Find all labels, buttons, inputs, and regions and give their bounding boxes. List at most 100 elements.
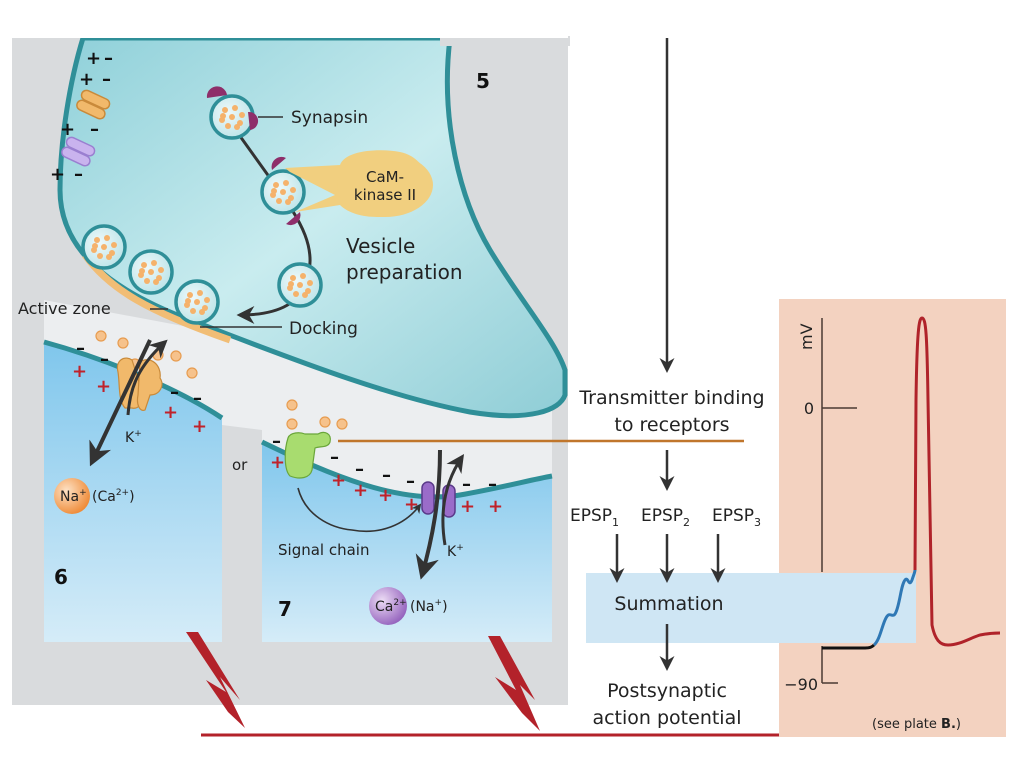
panel-number-5: 5 <box>476 69 490 93</box>
postsynaptic-charges-6: – – + + – – + + <box>72 338 207 437</box>
neurotransmitter-dot <box>139 268 145 274</box>
neurotransmitter-dot <box>106 254 112 260</box>
svg-text:–: – <box>272 431 281 452</box>
neurotransmitter-dot <box>111 242 117 248</box>
svg-text:+: + <box>488 496 503 517</box>
graph-tick-min-label: −90 <box>784 675 818 694</box>
epsp-3-label: EPSP3 <box>712 506 761 529</box>
postsynaptic-membrane-7 <box>260 439 553 500</box>
neurotransmitter-dot <box>290 275 296 281</box>
summation-label: Summation <box>614 593 723 615</box>
presynaptic-charges: +– +– +– +– <box>50 48 113 185</box>
neurotransmitter-dot <box>204 297 210 303</box>
epsp-1-label: EPSP1 <box>570 506 619 529</box>
synaptic-vesicle <box>277 262 323 308</box>
active-zone-label: Active zone <box>18 299 111 318</box>
svg-text:–: – <box>76 338 85 359</box>
neurotransmitter-dot <box>239 112 245 118</box>
neurotransmitter-dot <box>232 105 238 111</box>
ca-influx-arrow <box>415 449 442 580</box>
neurotransmitter-dot <box>194 299 200 305</box>
docking-label: Docking <box>289 319 358 339</box>
synaptic-vesicle <box>174 279 220 325</box>
na-alt-label: (Na+) <box>410 598 448 615</box>
svg-text:+: + <box>331 470 346 491</box>
ca-ion-label: Ca2+ <box>375 598 407 615</box>
signal-chain-arrow <box>297 487 422 532</box>
presynaptic-channel-purple <box>61 136 96 167</box>
neurotransmitter-dot <box>285 199 291 205</box>
presynaptic-terminal <box>57 35 568 419</box>
neurotransmitter-dot <box>234 124 240 130</box>
svg-text:+: + <box>270 452 285 473</box>
k-ion-label-6: K+ <box>125 429 142 446</box>
lightning-bolt-left <box>186 632 245 728</box>
ca-alt-label: (Ca2+) <box>92 488 135 505</box>
svg-text:+: + <box>378 485 393 506</box>
neurotransmitter-dot <box>94 237 100 243</box>
k-efflux-arrow-7 <box>441 454 465 546</box>
k-ion-label-7: K+ <box>447 543 464 560</box>
see-plate-note: (see plate B.) <box>872 717 961 732</box>
postsynaptic-ap-label-1: Postsynaptic <box>607 680 727 702</box>
transmitter-binding-label-1: Transmitter binding <box>578 387 764 409</box>
neurotransmitter-dot <box>229 114 235 120</box>
na-influx-arrow <box>89 339 152 467</box>
released-transmitter <box>286 399 298 411</box>
postsynaptic-charges-7: – – – – – – – + + + + + + + <box>270 431 503 517</box>
camkinase-label-2: kinase II <box>354 186 416 204</box>
neurotransmitter-dot <box>148 269 154 275</box>
svg-text:+: + <box>353 480 368 501</box>
neurotransmitter-dot <box>283 180 289 186</box>
neurotransmitter-dot <box>144 278 150 284</box>
svg-text:–: – <box>193 388 202 409</box>
neurotransmitter-dot <box>276 198 282 204</box>
svg-text:–: – <box>74 164 83 185</box>
svg-text:–: – <box>104 48 113 69</box>
synaptic-vesicle <box>209 94 255 140</box>
epsp-labels: EPSP1 EPSP2 EPSP3 <box>570 506 761 529</box>
k-efflux-arrow <box>126 339 168 416</box>
svg-text:+: + <box>50 164 65 185</box>
metabotropic-ion-channel <box>421 481 456 518</box>
signal-chain-label: Signal chain <box>278 541 369 559</box>
svg-text:+: + <box>86 48 101 69</box>
neurotransmitter-dot <box>151 260 157 266</box>
svg-text:+: + <box>163 402 178 423</box>
neurotransmitter-dot <box>225 123 231 129</box>
neurotransmitter-dot <box>92 243 98 249</box>
graph-tick-zero-label: 0 <box>804 399 814 418</box>
neurotransmitter-dot <box>141 262 147 268</box>
svg-text:+: + <box>79 69 94 90</box>
neurotransmitter-dot <box>271 188 277 194</box>
neurotransmitter-dot <box>101 244 107 250</box>
svg-text:+: + <box>192 416 207 437</box>
svg-text:–: – <box>100 349 109 370</box>
synapsin-molecules <box>206 86 301 226</box>
postsynaptic-ap-label-2: action potential <box>592 707 741 729</box>
action-potential-trace <box>913 316 1001 647</box>
neurotransmitter-dot <box>288 281 294 287</box>
lightning-bolt-right <box>488 636 540 731</box>
synaptic-cleft <box>44 300 552 497</box>
svg-text:–: – <box>170 382 179 403</box>
svg-text:–: – <box>382 465 391 486</box>
neurotransmitter-dot <box>293 291 299 297</box>
released-transmitter <box>95 330 107 342</box>
synaptic-vesicle <box>260 169 306 215</box>
neurotransmitter-dot <box>97 253 103 259</box>
neurotransmitter-dot <box>158 267 164 273</box>
panel-number-6: 6 <box>54 565 68 589</box>
svg-text:+: + <box>60 119 75 140</box>
released-transmitter <box>319 416 331 428</box>
svg-text:+: + <box>96 376 111 397</box>
na-ion-sphere <box>54 478 90 514</box>
released-transmitter <box>186 367 198 379</box>
metabotropic-receptor <box>284 431 331 479</box>
neurotransmitter-dot <box>273 182 279 188</box>
released-transmitter <box>286 418 298 430</box>
graph-y-axis-label: mV <box>797 323 816 350</box>
neurotransmitter-dot <box>190 308 196 314</box>
neurotransmitter-dot <box>300 273 306 279</box>
svg-text:–: – <box>102 69 111 90</box>
